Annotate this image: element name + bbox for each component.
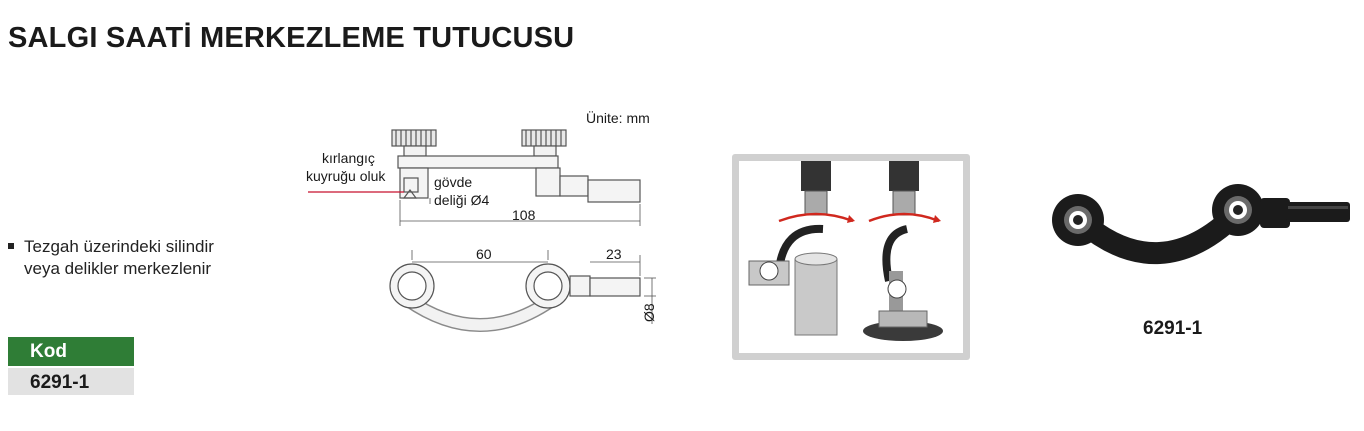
dovetail-label-1: kırlangıç [322, 150, 375, 166]
right-body [535, 167, 561, 197]
feature-line-1: Tezgah üzerindeki silindir [24, 237, 214, 256]
feature-bullet: Tezgah üzerindeki silindir veya delikler… [8, 236, 294, 280]
right-knob [521, 129, 567, 147]
product-probe [1286, 202, 1350, 222]
dim-span: 60 [476, 246, 492, 262]
technical-drawing: Ünite: mm kırlangıç kuyruğu oluk gövde d… [306, 109, 657, 332]
square-bullet-icon [8, 243, 14, 249]
body-label-2: deliği Ø4 [434, 192, 489, 208]
code-table: Kod 6291-1 [8, 337, 134, 395]
dim-arm: 23 [606, 246, 622, 262]
dim-dia: Ø8 [641, 303, 657, 322]
page-title: SALGI SAATİ MERKEZLEME TUTUCUSU [8, 22, 575, 54]
beam [397, 155, 559, 169]
probe-arm [559, 175, 589, 197]
code-table-row: 6291-1 [8, 366, 134, 395]
dim-length: 108 [512, 207, 536, 223]
left-knob [391, 129, 437, 147]
product-code: 6291-1 [1143, 318, 1203, 339]
unit-label: Ünite: mm [586, 109, 650, 126]
application-illustration [748, 161, 943, 341]
application-photo [732, 154, 970, 360]
dovetail-label-2: kuyruğu oluk [306, 168, 386, 184]
body-label-1: gövde [434, 174, 472, 190]
code-table-header: Kod [8, 337, 134, 366]
product-photo [1052, 184, 1350, 264]
feature-line-2: veya delikler merkezlenir [24, 259, 212, 278]
